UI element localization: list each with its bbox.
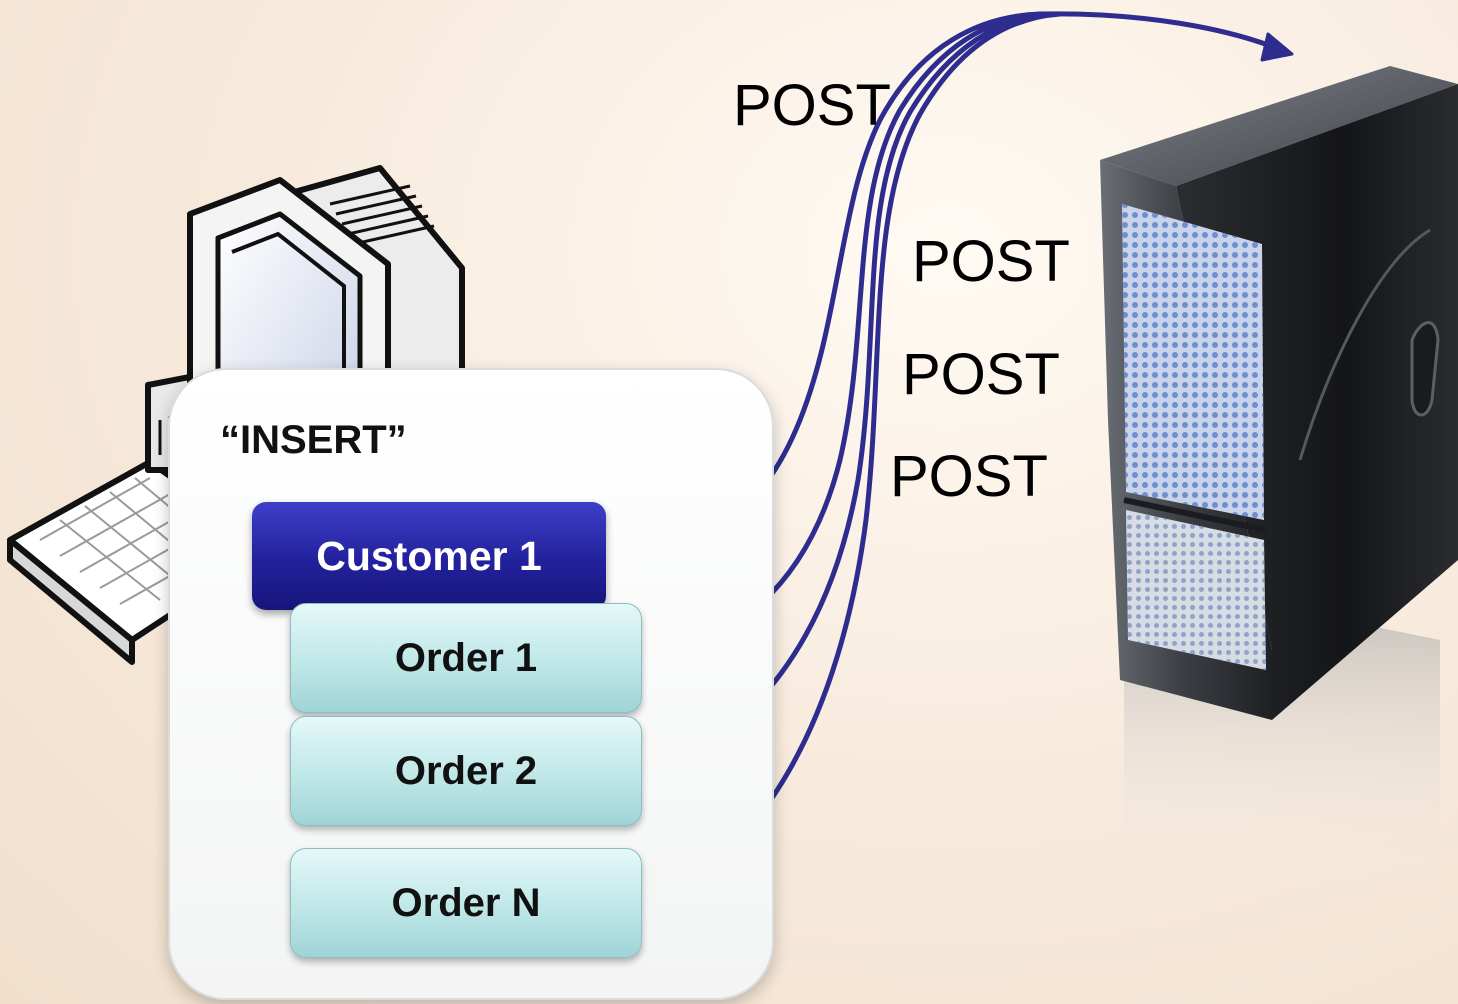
customer-entity: Customer 1	[252, 502, 606, 610]
post-request-label: POST	[902, 342, 1060, 407]
arrowhead	[1260, 32, 1294, 62]
post-request-label: POST	[890, 444, 1048, 509]
order-label: Order 2	[394, 748, 538, 793]
order-label: Order 1	[394, 635, 538, 680]
order-label: Order N	[391, 880, 541, 925]
post-request-label: POST	[912, 229, 1070, 294]
customer-label: Customer 1	[316, 532, 542, 579]
order-entity: Order N	[290, 848, 642, 958]
server-tower-icon	[1100, 66, 1458, 900]
batch-title: “INSERT”	[220, 418, 407, 462]
post-request-label: POST	[733, 73, 891, 138]
order-entity: Order 1	[290, 603, 642, 713]
order-entity: Order 2	[290, 716, 642, 826]
